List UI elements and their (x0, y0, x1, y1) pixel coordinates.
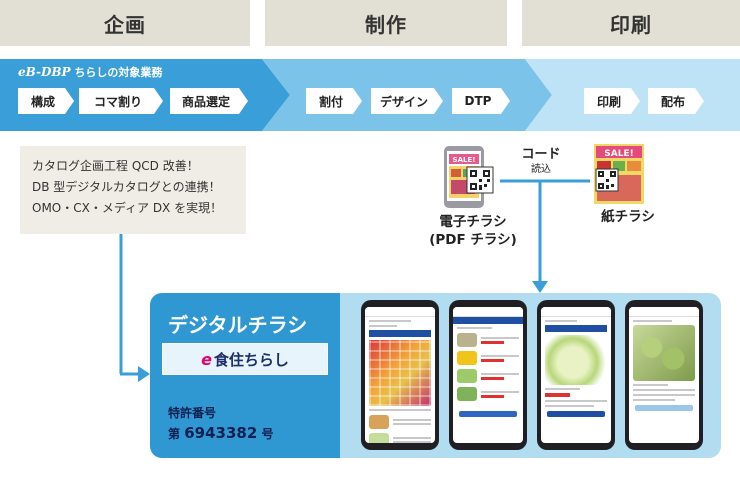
benefits-box: カタログ企画工程 QCD 改善！ DB 型デジタルカタログとの連携！ OMO・C… (20, 146, 246, 234)
phase-label: 企画 (104, 12, 146, 37)
smartphone-icon (449, 300, 527, 450)
smartphone-icon (625, 300, 703, 450)
step-printing-2: 配布 (648, 88, 704, 114)
cabbage-photo (545, 335, 607, 385)
step-plan-1: 構成 (18, 88, 74, 114)
arrow-head-panel (532, 281, 548, 293)
phone-screen-recipe (629, 307, 699, 443)
code-read-label: コード 読込 (516, 147, 566, 177)
intro-tag: eB-DBP ちらしの対象業務 (18, 64, 162, 80)
step-printing-1: 印刷 (584, 88, 640, 114)
electronic-flyer-label: 電子チラシ (PDF チラシ) (418, 213, 528, 249)
service-prefix: e (201, 349, 212, 369)
patent-suffix: 号 (261, 427, 274, 441)
phase-header-plan: 企画 (0, 0, 250, 46)
code-sub-label: 読込 (531, 164, 551, 175)
step-production-1: 割付 (306, 88, 362, 114)
panel-title: デジタルチラシ (168, 313, 308, 337)
phone-screen-list (453, 307, 523, 443)
intro-tag-suffix: ちらしの対象業務 (74, 66, 163, 79)
service-name: 食住ちらし (213, 350, 289, 369)
benefit-line: OMO・CX・メディア DX を実現！ (32, 201, 223, 215)
phase-header-printing: 印刷 (522, 0, 740, 46)
ebdbp-logo: eB-DBP (18, 65, 71, 79)
smartphone-icon (537, 300, 615, 450)
step-plan-3: 商品選定 (170, 88, 248, 114)
phone-screen-detail (541, 307, 611, 443)
recipe-photo (633, 325, 695, 381)
smartphone-icon (361, 300, 439, 450)
digital-flyer-info: デジタルチラシ e 食住ちらし 特許番号 第 6943382 号 (150, 293, 340, 458)
phone-screen-flyer (365, 307, 435, 443)
electronic-flyer-line1: 電子チラシ (439, 214, 507, 230)
patent-label: 特許番号 (168, 406, 217, 420)
patent-prefix: 第 (168, 427, 181, 441)
step-production-3: DTP (452, 88, 510, 114)
arrow-head-note (138, 366, 150, 382)
patent-number: 6943382 (184, 424, 258, 442)
paper-flyer-label: 紙チラシ (601, 209, 655, 225)
phone-flyer-icon: SALE! (444, 146, 494, 208)
svg-text:SALE!: SALE! (453, 156, 476, 164)
paper-flyer-icon: SALE! (594, 144, 644, 204)
patent-info: 特許番号 第 6943382 号 (168, 403, 273, 444)
flyer-preview (369, 340, 431, 406)
phase-label: 印刷 (610, 12, 652, 37)
code-label: コード (521, 147, 561, 162)
service-name-box: e 食住ちらし (162, 343, 328, 375)
electronic-flyer-line2: (PDF チラシ) (429, 232, 517, 248)
benefit-line: カタログ企画工程 QCD 改善！ (32, 159, 199, 173)
phase-label: 制作 (365, 12, 407, 37)
step-production-2: デザイン (371, 88, 443, 114)
step-plan-2: コマ割り (79, 88, 163, 114)
phase-header-production: 制作 (265, 0, 507, 46)
svg-text:SALE!: SALE! (604, 149, 633, 159)
benefit-line: DB 型デジタルカタログとの連携！ (32, 180, 221, 194)
